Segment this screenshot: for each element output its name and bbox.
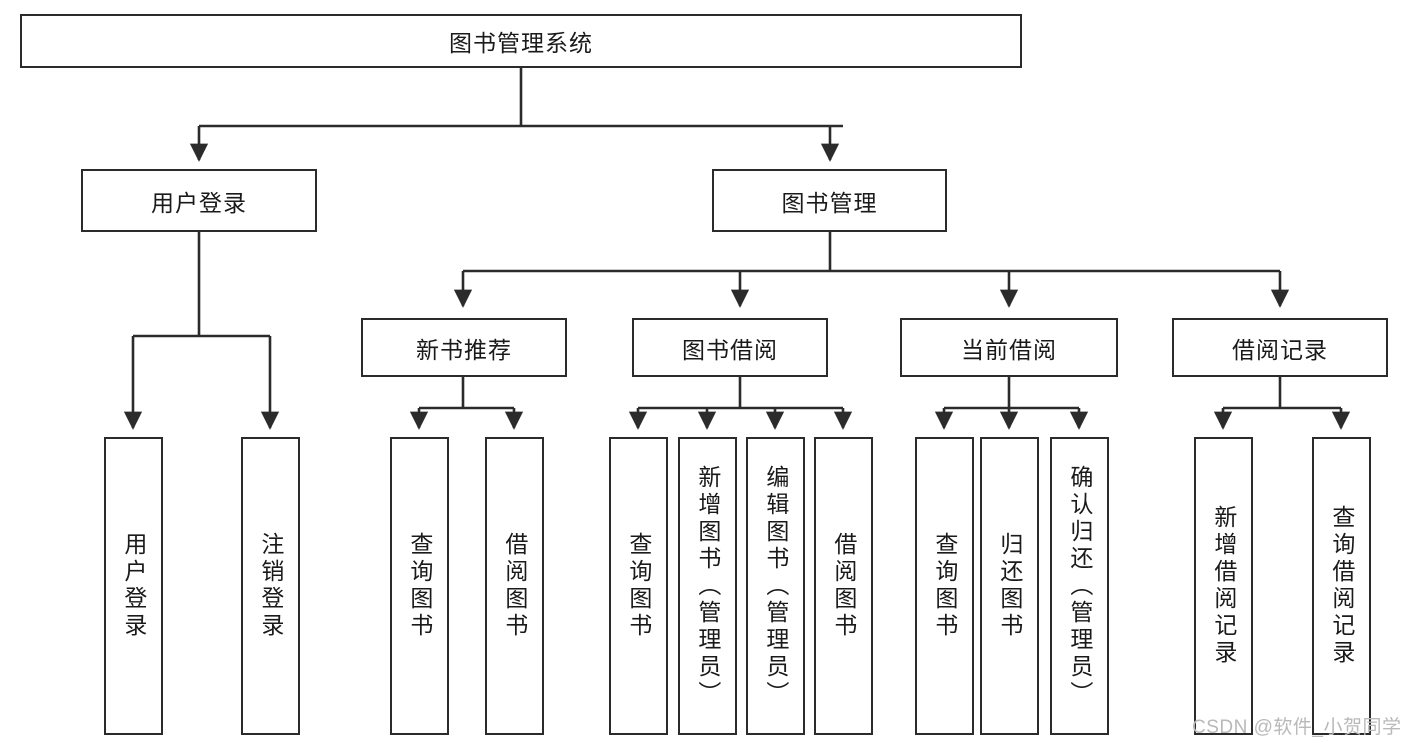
node-leaf-confirm-return[interactable]: 确认归还（管理员） [1050, 437, 1109, 735]
node-new-book-recommend[interactable]: 新书推荐 [361, 318, 567, 377]
node-current-borrow[interactable]: 当前借阅 [900, 318, 1118, 377]
node-current-borrow-label: 当前借阅 [961, 336, 1057, 363]
node-leaf-add-book-label: 新增图书（管理员） [694, 464, 721, 708]
node-leaf-edit-book-label: 编辑图书（管理员） [762, 464, 789, 708]
node-leaf-query-book-2[interactable]: 查询图书 [609, 437, 668, 735]
node-leaf-user-login[interactable]: 用户登录 [104, 437, 163, 735]
node-leaf-add-record[interactable]: 新增借阅记录 [1194, 437, 1253, 735]
node-leaf-logout-login[interactable]: 注销登录 [241, 437, 300, 735]
node-leaf-borrow-book-2-label: 借阅图书 [830, 532, 857, 640]
node-borrow-record-label: 借阅记录 [1232, 336, 1328, 363]
watermark-text: CSDN @软件_小贺同学 [1192, 717, 1402, 738]
node-leaf-query-record-label: 查询借阅记录 [1328, 505, 1355, 667]
node-book-borrow[interactable]: 图书借阅 [632, 318, 828, 377]
node-leaf-return-book-label: 归还图书 [996, 532, 1023, 640]
node-new-book-recommend-label: 新书推荐 [416, 336, 512, 363]
node-root-label: 图书管理系统 [449, 30, 593, 56]
node-borrow-record[interactable]: 借阅记录 [1172, 318, 1388, 377]
node-leaf-query-book-1-label: 查询图书 [406, 532, 433, 640]
node-leaf-edit-book[interactable]: 编辑图书（管理员） [746, 437, 805, 735]
node-leaf-query-book-2-label: 查询图书 [625, 532, 652, 640]
node-leaf-query-book-3-label: 查询图书 [931, 532, 958, 640]
node-leaf-borrow-book-1-label: 借阅图书 [501, 532, 528, 640]
node-leaf-query-book-3[interactable]: 查询图书 [915, 437, 974, 735]
node-leaf-borrow-book-1[interactable]: 借阅图书 [485, 437, 544, 735]
node-leaf-borrow-book-2[interactable]: 借阅图书 [814, 437, 873, 735]
node-leaf-add-record-label: 新增借阅记录 [1210, 505, 1237, 667]
node-leaf-confirm-return-label: 确认归还（管理员） [1066, 464, 1093, 708]
node-leaf-user-login-label: 用户登录 [120, 532, 147, 640]
node-leaf-add-book[interactable]: 新增图书（管理员） [678, 437, 737, 735]
node-leaf-return-book[interactable]: 归还图书 [980, 437, 1039, 735]
node-leaf-query-book-1[interactable]: 查询图书 [390, 437, 449, 735]
node-root[interactable]: 图书管理系统 [20, 14, 1022, 68]
node-user-login-label: 用户登录 [151, 189, 247, 216]
node-leaf-logout-login-label: 注销登录 [257, 532, 284, 640]
node-book-management-label: 图书管理 [781, 189, 878, 216]
node-leaf-query-record[interactable]: 查询借阅记录 [1312, 437, 1371, 735]
node-book-management[interactable]: 图书管理 [712, 169, 947, 232]
node-user-login[interactable]: 用户登录 [81, 169, 317, 232]
node-book-borrow-label: 图书借阅 [682, 336, 778, 363]
